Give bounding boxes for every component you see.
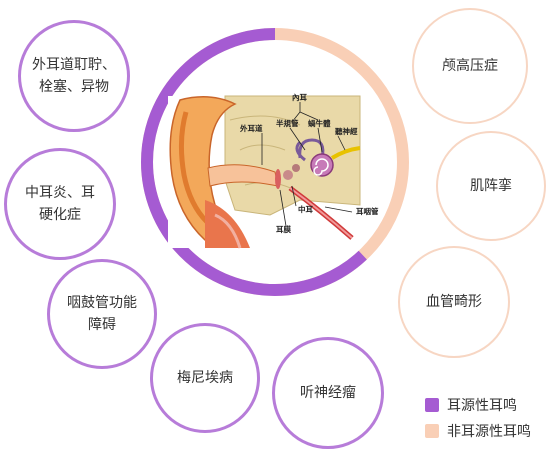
legend: 耳源性耳鸣 非耳源性耳鸣 — [425, 392, 531, 444]
label-middle-ear: 中耳 — [298, 204, 313, 214]
legend-item-otic: 耳源性耳鸣 — [425, 392, 531, 418]
label-semicircular-canals: 半規管 — [276, 118, 299, 128]
legend-label-otic: 耳源性耳鸣 — [447, 398, 517, 414]
bubble-label: 外耳道耵聍、 栓塞、异物 — [32, 57, 116, 95]
bubble-ear-canal-obstruction: 外耳道耵聍、 栓塞、异物 — [18, 20, 130, 132]
bubble-label: 梅尼埃病 — [177, 370, 233, 386]
bubble-otitis-otosclerosis: 中耳炎、耳 硬化症 — [4, 148, 116, 260]
ring-otic-segment — [141, 28, 409, 296]
bubble-label: 肌阵挛 — [470, 178, 512, 194]
bubble-label: 中耳炎、耳 硬化症 — [25, 185, 95, 223]
bubble-vascular-malformation: 血管畸形 — [398, 246, 510, 358]
legend-swatch-non-otic — [425, 424, 439, 438]
label-auditory-nerve: 聽神經 — [335, 126, 358, 136]
label-ear-canal: 外耳道 — [240, 123, 263, 133]
legend-swatch-otic — [425, 398, 439, 412]
bubble-label: 听神经瘤 — [300, 385, 356, 401]
bubble-label: 血管畸形 — [426, 294, 482, 310]
bubble-intracranial-hypertension: 颅高压症 — [412, 8, 528, 124]
bubble-label: 颅高压症 — [442, 58, 498, 74]
legend-item-non-otic: 非耳源性耳鸣 — [425, 418, 531, 444]
label-cochlea: 蝸牛體 — [308, 118, 331, 128]
bubble-label: 咽鼓管功能 障碍 — [67, 295, 137, 333]
label-eustachian-tube: 耳咽管 — [356, 206, 379, 216]
label-eardrum: 耳膜 — [276, 224, 291, 234]
label-inner-ear: 內耳 — [292, 92, 307, 102]
legend-label-non-otic: 非耳源性耳鸣 — [447, 424, 531, 440]
bubble-myoclonus: 肌阵挛 — [436, 131, 546, 241]
bubble-acoustic-neuroma: 听神经瘤 — [272, 337, 384, 449]
bubble-eustachian-dysfunction: 咽鼓管功能 障碍 — [47, 259, 157, 369]
ear-anatomy — [168, 95, 361, 249]
bubble-menieres-disease: 梅尼埃病 — [150, 323, 260, 433]
